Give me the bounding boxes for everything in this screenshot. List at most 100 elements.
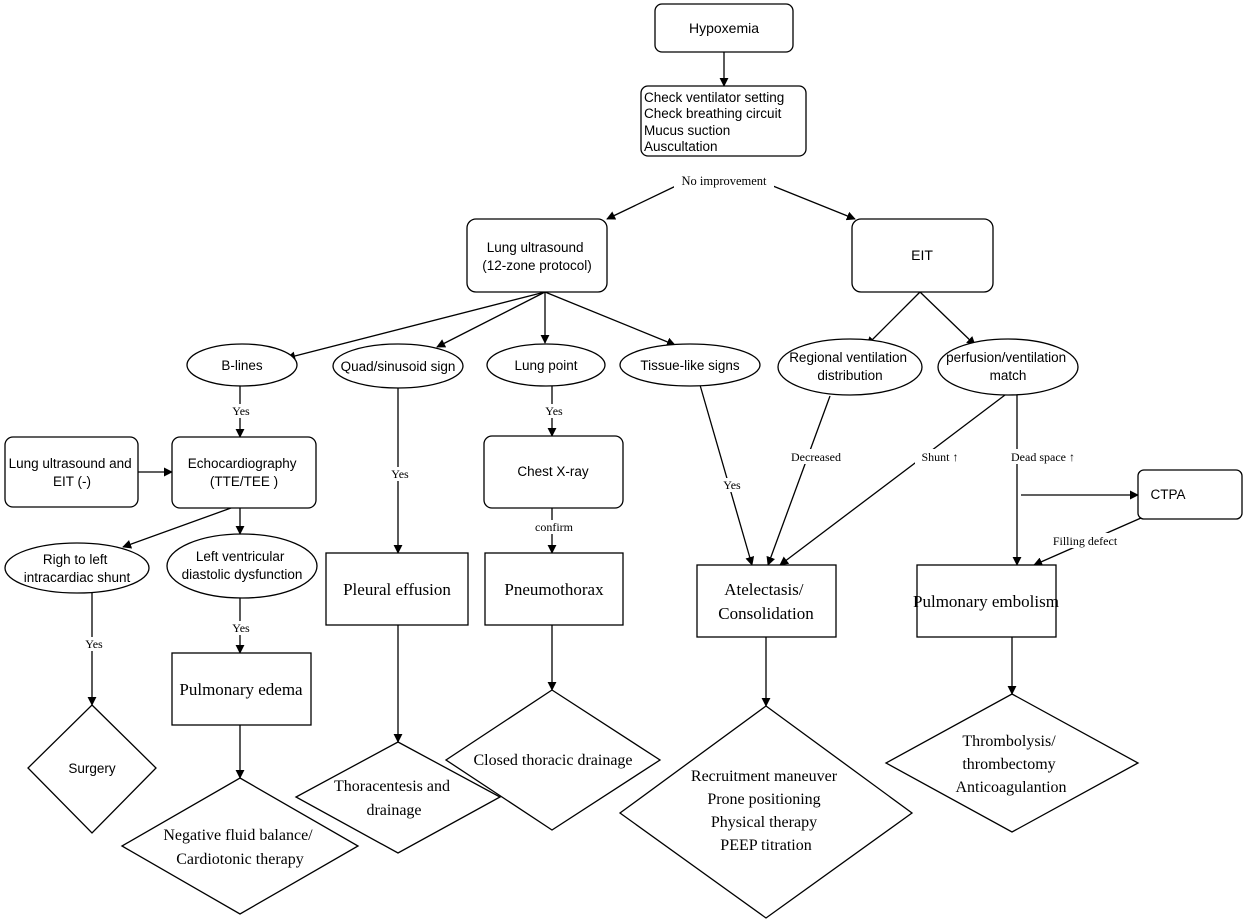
node-lung-point: Lung point (486, 343, 606, 387)
node-recruit-line-3: Physical therapy (711, 814, 817, 831)
edge-check-eit (767, 183, 856, 221)
node-shunt-line-2: intracardiac shunt (24, 570, 131, 585)
node-negfluid-line-1: Negative fluid balance/ (163, 827, 313, 844)
node-check-line-2: Check breathing circuit (644, 106, 782, 121)
node-check-line-4: Auscultation (644, 139, 718, 154)
label-yes-blines: Yes (232, 404, 250, 418)
label-dead-space-up: Dead space ↑ (1011, 450, 1075, 464)
node-closed-line: Closed thoracic drainage (473, 752, 632, 769)
node-lung-us-line-1: Lung ultrasound (487, 240, 584, 255)
svg-text:Surgery: Surgery (68, 761, 116, 776)
node-eit: EIT (851, 218, 994, 293)
node-regional-line-1: Regional ventilation (789, 350, 907, 365)
node-hypoxemia: Hypoxemia (654, 3, 794, 53)
node-thrombo-line-2: thrombectomy (962, 756, 1055, 773)
svg-text:Pneumothorax: Pneumothorax (504, 580, 604, 599)
label-yes-lv: Yes (232, 621, 250, 635)
svg-text:Chest X-ray: Chest X-ray (517, 464, 589, 479)
node-regional-line-2: distribution (817, 368, 882, 383)
label-yes-lungpoint: Yes (545, 404, 563, 418)
node-pneumothorax: Pneumothorax (484, 552, 624, 626)
edge-eit-perfusion (919, 291, 976, 346)
node-chest-xray: Chest X-ray (483, 435, 624, 509)
node-lv-line-1: Left ventricular (196, 549, 285, 564)
node-negfluid-line-2: Cardiotonic therapy (176, 851, 304, 868)
svg-text:Regional ventilation d: Regional ventilation distribution (789, 350, 911, 383)
node-pneumo-line: Pneumothorax (504, 580, 604, 599)
node-pulmonary-edema: Pulmonary edema (171, 652, 312, 726)
svg-text:Check ventilator setting: Check ventilator setting Check breathing… (644, 90, 788, 154)
node-thora-line-2: drainage (366, 802, 421, 819)
node-thora-line-1: Thoracentesis and (334, 778, 450, 795)
node-atelectasis: Atelectasis/ Consolidation (696, 564, 837, 638)
node-atelect-line-1: Atelectasis/ (724, 580, 804, 599)
node-lung-ultrasound: Lung ultrasound (12-zone protocol) (466, 218, 608, 293)
label-no-improvement: No improvement (681, 174, 767, 188)
node-lung-us-line-2: (12-zone protocol) (482, 258, 592, 273)
svg-text:Lung point: Lung point (514, 358, 577, 373)
nodes: Hypoxemia Check ventilator setting Check… (4, 3, 1243, 919)
node-ctpa-line: CTPA (1150, 487, 1185, 502)
svg-text:Pulmonary embolism: Pulmonary embolism (913, 592, 1059, 611)
svg-text:B-lines: B-lines (221, 358, 263, 373)
svg-text:Recruitment maneuver P: Recruitment maneuver Prone positioning P… (691, 768, 841, 854)
node-perfusion-line-1: perfusion/ventilation (946, 350, 1066, 365)
edge-eit-regional (866, 291, 921, 346)
node-edema-line: Pulmonary edema (179, 680, 303, 699)
node-echo-line-1: Echocardiography (188, 456, 297, 471)
node-negative-fluid: Negative fluid balance/ Cardiotonic ther… (120, 777, 360, 915)
node-surgery: Surgery (27, 704, 157, 834)
svg-text:Quad/sinusoid sign: Quad/sinusoid sign (341, 359, 456, 374)
label-yes-shunt: Yes (85, 637, 103, 651)
edge-lungus-tissue (544, 291, 676, 347)
label-decreased: Decreased (791, 450, 841, 464)
edge-check-lungus (606, 183, 681, 220)
label-shunt-up: Shunt ↑ (921, 450, 958, 464)
node-pleural-effusion: Pleural effusion (325, 552, 469, 626)
node-b-lines: B-lines (186, 343, 298, 387)
node-recruitment: Recruitment maneuver Prone positioning P… (618, 705, 914, 919)
node-pulmonary-embolism: Pulmonary embolism (913, 564, 1059, 638)
node-perfusion-line-2: match (990, 368, 1027, 383)
label-filling-defect: Filling defect (1053, 534, 1118, 548)
svg-text:Negative fluid balance/: Negative fluid balance/ Cardiotonic ther… (163, 827, 316, 868)
node-echocardiography: Echocardiography (TTE/TEE ) (171, 436, 317, 509)
node-quad-line: Quad/sinusoid sign (341, 359, 456, 374)
node-recruit-line-1: Recruitment maneuver (691, 768, 838, 785)
node-lv-dysfunction: Left ventricular diastolic dysfunction (166, 533, 318, 599)
node-b-lines-line: B-lines (221, 358, 263, 373)
svg-text:Thoracentesis and drai: Thoracentesis and drainage (334, 778, 454, 819)
node-lv-line-2: diastolic dysfunction (182, 567, 303, 582)
edge-labels: No improvement Yes Yes Yes confirm Yes D… (83, 172, 1126, 651)
node-lung-point-line: Lung point (514, 358, 577, 373)
svg-text:Lung ultrasound and EI: Lung ultrasound and EIT (-) (9, 456, 136, 489)
edge-regional-atelect (766, 395, 831, 566)
label-confirm: confirm (535, 520, 574, 534)
node-perfusion-ventilation: perfusion/ventilation match (937, 338, 1079, 396)
label-yes-quad: Yes (391, 467, 409, 481)
svg-text:Closed thoracic drainage: Closed thoracic drainage (473, 752, 632, 769)
svg-text:Left ventricular diast: Left ventricular diastolic dysfunction (182, 549, 303, 582)
svg-text:CTPA: CTPA (1150, 487, 1185, 502)
node-thrombo-line-3: Anticoagulantion (955, 779, 1066, 796)
edge-lungus-blines (286, 291, 546, 361)
node-recruit-line-2: Prone positioning (707, 791, 820, 808)
node-eit-line: EIT (911, 247, 933, 263)
edge-perfusion-atelect (779, 394, 1006, 566)
node-pe-line: Pulmonary embolism (913, 592, 1059, 611)
node-thrombolysis: Thrombolysis/ thrombectomy Anticoagulant… (884, 693, 1140, 833)
label-yes-tissue: Yes (723, 478, 741, 492)
node-lus-eit-negative: Lung ultrasound and EIT (-) (4, 436, 139, 508)
svg-text:Hypoxemia: Hypoxemia (689, 20, 759, 36)
svg-text:perfusion/ventilation: perfusion/ventilation match (946, 350, 1070, 383)
node-ctpa: CTPA (1137, 469, 1243, 520)
node-thoracentesis: Thoracentesis and drainage (294, 741, 502, 854)
node-echo-line-2: (TTE/TEE ) (210, 474, 278, 489)
node-pleural-line: Pleural effusion (343, 580, 451, 599)
node-check-line-1: Check ventilator setting (644, 90, 784, 105)
edge-echo-shunt (122, 507, 232, 549)
node-regional-ventilation: Regional ventilation distribution (777, 338, 923, 396)
node-lus-eit-line-2: EIT (-) (53, 474, 91, 489)
svg-text:EIT: EIT (911, 247, 933, 263)
